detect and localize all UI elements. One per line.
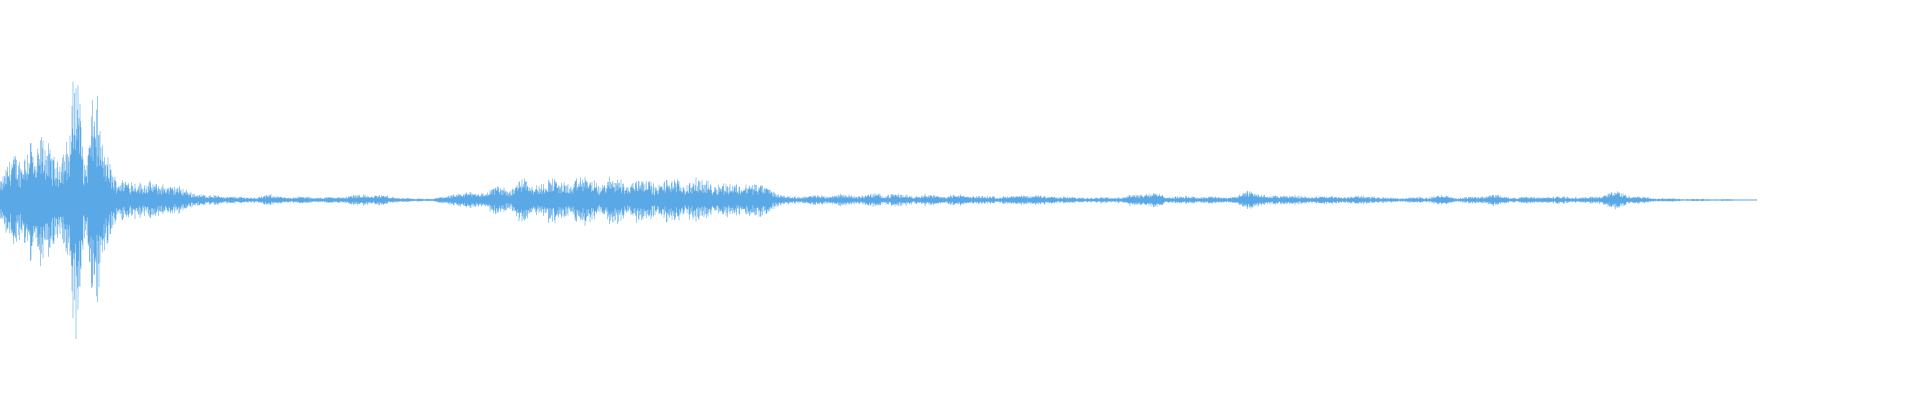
waveform-trace (0, 81, 1757, 339)
waveform-samples (0, 81, 1757, 339)
